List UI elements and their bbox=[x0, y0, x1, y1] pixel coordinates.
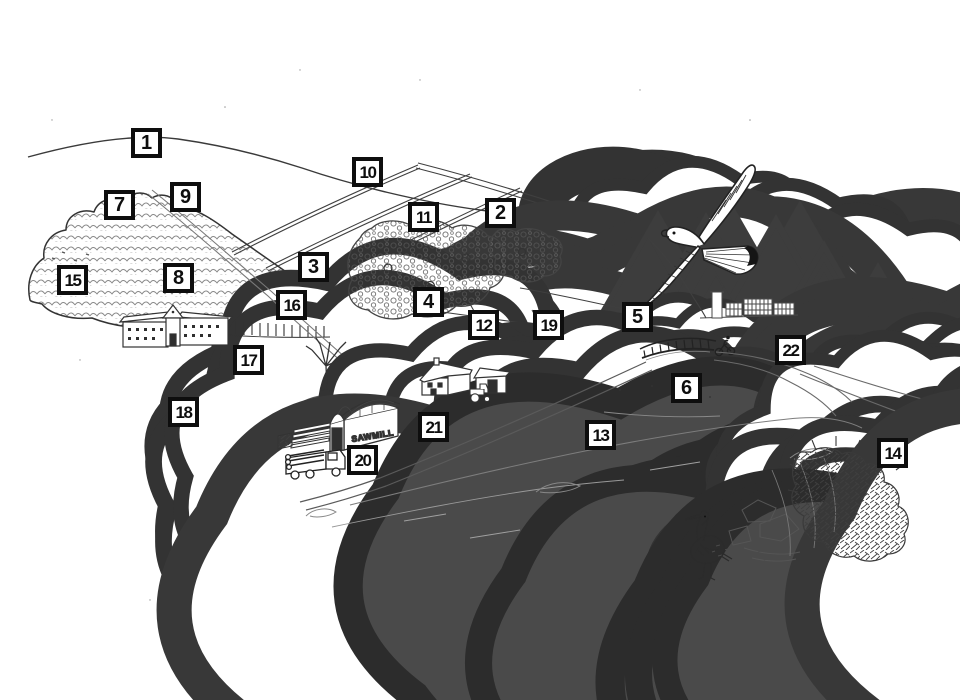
marker-12: 12 bbox=[468, 310, 499, 340]
log-truck bbox=[284, 449, 346, 480]
marker-1: 1 bbox=[131, 128, 162, 158]
wet-meadow bbox=[603, 385, 721, 418]
farmstead bbox=[419, 357, 512, 403]
marker-9: 9 bbox=[170, 182, 201, 212]
dead-tree bbox=[305, 337, 349, 392]
sawmill-yard: SAWMILL bbox=[277, 399, 401, 480]
country-house bbox=[118, 304, 234, 348]
marker-16: 16 bbox=[276, 290, 307, 320]
marker-22: 22 bbox=[775, 335, 806, 365]
scrub-dots bbox=[51, 251, 90, 270]
marker-7: 7 bbox=[104, 190, 135, 220]
marker-5: 5 bbox=[622, 302, 653, 332]
marker-8: 8 bbox=[163, 263, 194, 293]
marker-18: 18 bbox=[168, 397, 199, 427]
factory-skyline bbox=[699, 291, 799, 319]
marker-4: 4 bbox=[413, 287, 444, 317]
riverside-path bbox=[713, 351, 955, 417]
shingle bbox=[711, 544, 768, 563]
farmhouse bbox=[419, 357, 473, 396]
marker-15: 15 bbox=[57, 265, 88, 295]
marker-21: 21 bbox=[418, 412, 449, 442]
marker-2: 2 bbox=[485, 198, 516, 228]
bridge bbox=[639, 335, 736, 361]
coppice-scrub bbox=[347, 219, 563, 320]
marker-19: 19 bbox=[533, 310, 564, 340]
sawmill-building: SAWMILL bbox=[329, 399, 401, 453]
east-hedge bbox=[647, 237, 960, 681]
marker-11: 11 bbox=[408, 202, 439, 232]
heron-icon bbox=[684, 510, 733, 581]
marker-10: 10 bbox=[352, 157, 383, 187]
marker-20: 20 bbox=[347, 445, 378, 475]
marker-14: 14 bbox=[877, 438, 908, 468]
marker-17: 17 bbox=[233, 345, 264, 375]
tractor bbox=[469, 383, 491, 403]
cyclist-icon bbox=[714, 335, 736, 357]
marker-6: 6 bbox=[671, 373, 702, 403]
kestrel-icon bbox=[639, 164, 759, 311]
timber-stacks bbox=[277, 422, 331, 450]
river bbox=[305, 417, 863, 539]
main-road bbox=[299, 361, 653, 511]
marker-3: 3 bbox=[298, 252, 329, 282]
marker-13: 13 bbox=[585, 420, 616, 450]
